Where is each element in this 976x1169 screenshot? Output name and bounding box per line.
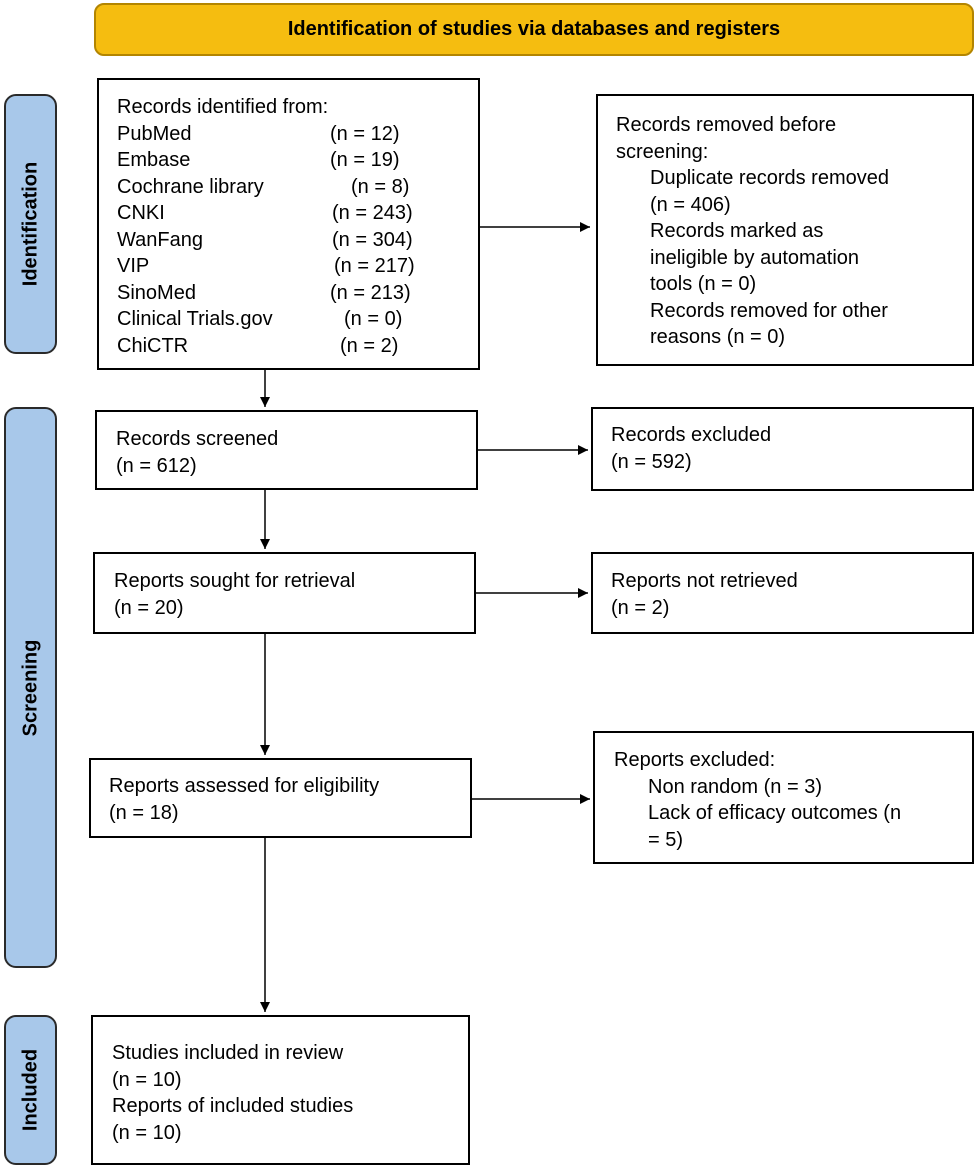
reports-sought-label: Reports sought for retrieval: [114, 570, 356, 592]
source-row: Embase (n = 19): [117, 147, 478, 174]
reports-sought-box: Reports sought for retrieval (n = 20): [93, 552, 476, 634]
reports-assessed-label: Reports assessed for eligibility: [109, 775, 380, 797]
studies-included-label: Studies included in review: [112, 1042, 344, 1064]
removed-line: ineligible by automation: [650, 246, 860, 269]
removed-line: Duplicate records removed: [650, 167, 889, 189]
records-removed-heading: Records removed before: [616, 114, 837, 136]
stage-included: Included: [4, 1015, 57, 1165]
removed-line: reasons (n = 0): [650, 326, 786, 348]
reports-excluded-heading: Reports excluded:: [614, 749, 776, 771]
header-banner: Identification of studies via databases …: [94, 3, 974, 56]
reports-not-retrieved-count: (n = 2): [611, 596, 670, 619]
source-row: Cochrane library (n = 8): [117, 174, 478, 201]
source-count: (n = 19): [330, 149, 400, 171]
removed-line: Records marked as: [650, 220, 824, 242]
reports-not-retrieved-box: Reports not retrieved (n = 2): [591, 552, 974, 634]
records-excluded-label: Records excluded: [611, 424, 772, 446]
source-row: ChiCTR (n = 2): [117, 333, 478, 360]
reports-excluded-line: Non random (n = 3): [648, 775, 822, 798]
reports-assessed-count: (n = 18): [109, 801, 179, 824]
source-count: (n = 2): [340, 334, 399, 357]
header-title: Identification of studies via databases …: [287, 18, 781, 40]
source-row: Clinical Trials.gov (n = 0): [117, 306, 478, 333]
reports-assessed-box: Reports assessed for eligibility (n = 18…: [89, 758, 472, 838]
source-count: (n = 8): [351, 175, 410, 198]
reports-included-label: Reports of included studies: [112, 1095, 354, 1117]
studies-included-count: (n = 10): [112, 1068, 182, 1091]
removed-line: Records removed for other: [650, 299, 888, 322]
source-row: WanFang (n = 304): [117, 227, 478, 254]
source-name: Embase: [117, 149, 191, 171]
records-excluded-count: (n = 592): [611, 450, 692, 473]
source-name: ChiCTR: [117, 334, 189, 357]
source-count: (n = 213): [330, 281, 411, 304]
source-name: CNKI: [117, 202, 165, 224]
source-name: Cochrane library: [117, 175, 264, 198]
reports-excluded-line: Lack of efficacy outcomes (n: [648, 802, 902, 824]
records-screened-label: Records screened: [116, 428, 279, 450]
source-row: SinoMed (n = 213): [117, 280, 478, 307]
reports-excluded-line: = 5): [648, 828, 684, 851]
source-row: CNKI (n = 243): [117, 200, 478, 227]
source-row: PubMed (n = 12): [117, 121, 478, 148]
records-excluded-box: Records excluded (n = 592): [591, 407, 974, 491]
records-removed-heading-2: screening:: [616, 140, 709, 163]
reports-sought-count: (n = 20): [114, 596, 184, 619]
records-screened-count: (n = 612): [116, 454, 197, 477]
source-count: (n = 0): [344, 308, 403, 330]
records-identified-heading: Records identified from:: [117, 96, 329, 118]
removed-line: (n = 406): [650, 193, 731, 216]
source-name: SinoMed: [117, 281, 196, 304]
reports-included-count: (n = 10): [112, 1121, 182, 1144]
source-name: Clinical Trials.gov: [117, 308, 273, 330]
reports-not-retrieved-label: Reports not retrieved: [611, 570, 798, 592]
source-count: (n = 12): [330, 122, 400, 145]
source-count: (n = 243): [332, 202, 413, 224]
removed-line: tools (n = 0): [650, 273, 757, 295]
stage-screening: Screening: [4, 407, 57, 968]
stage-identification: Identification: [4, 94, 57, 354]
source-count: (n = 304): [332, 228, 413, 251]
reports-excluded-box: Reports excluded: Non random (n = 3) Lac…: [593, 731, 974, 864]
records-identified-box: Records identified from: PubMed(n = 12) …: [97, 78, 480, 370]
source-name: PubMed: [117, 122, 192, 145]
records-screened-box: Records screened (n = 612): [95, 410, 478, 490]
studies-included-box: Studies included in review (n = 10) Repo…: [91, 1015, 470, 1165]
source-row: VIP (n = 217): [117, 253, 478, 280]
records-removed-box: Records removed before screening: Duplic…: [596, 94, 974, 366]
source-count: (n = 217): [334, 255, 415, 277]
source-name: WanFang: [117, 228, 203, 251]
source-name: VIP: [117, 255, 150, 277]
